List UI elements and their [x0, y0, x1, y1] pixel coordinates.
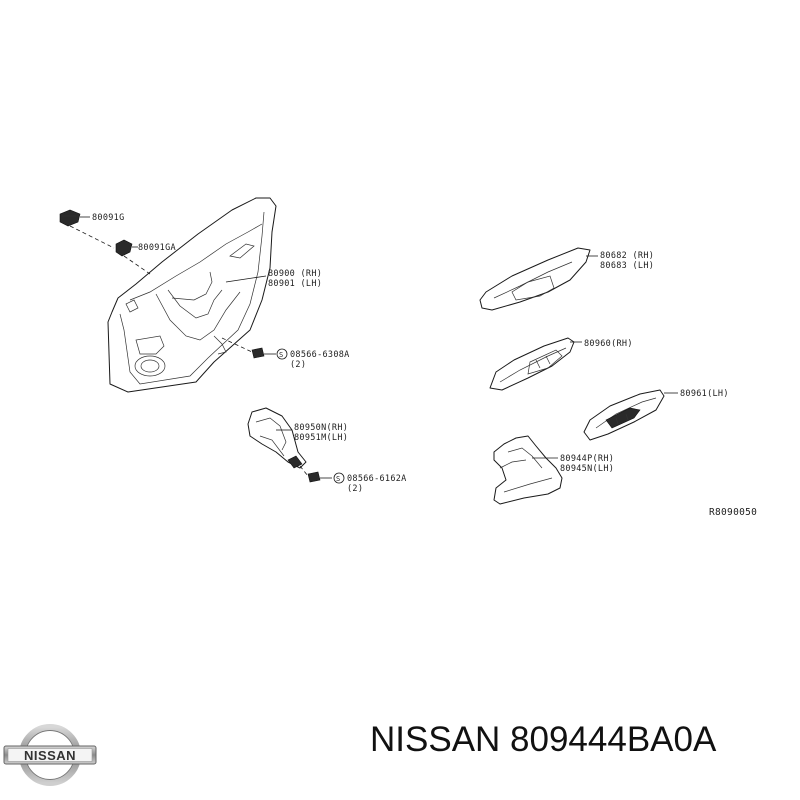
screw-symbol-icon: [333, 472, 345, 484]
callout-label: 80091G: [92, 213, 125, 223]
screw-symbol-icon: [276, 348, 288, 360]
callout-label: 80950N(RH): [294, 423, 348, 433]
diagram-reference-code: R8090050: [709, 507, 757, 518]
callout-label: (2): [347, 484, 363, 494]
callout-80944p: 80944P(RH) 80945N(LH): [560, 454, 614, 474]
callout-80900: 80900 (RH) 80901 (LH): [268, 269, 322, 289]
leader-lines: [80, 216, 678, 479]
callout-08566-6308a: S 08566-6308A (2): [276, 348, 350, 370]
door-trim-panel: [107, 197, 277, 393]
nissan-logo: NISSAN: [3, 724, 97, 786]
callout-label: 80945N(LH): [560, 464, 614, 474]
armrest-80944p: [493, 435, 563, 505]
callout-label: 08566-6308A: [290, 350, 350, 360]
screw-symbol: S: [336, 475, 341, 483]
logo-text: NISSAN: [24, 748, 76, 763]
callout-label: (2): [290, 360, 306, 370]
clip-80091ga: [115, 239, 133, 257]
callout-80950n: 80950N(RH) 80951M(LH): [294, 423, 348, 443]
callout-label: 80091GA: [138, 243, 176, 253]
callout-80091g: 80091G: [92, 213, 125, 223]
finisher-80960: [489, 337, 575, 391]
callout-80960: 80960(RH): [584, 339, 633, 349]
callout-label: 80960(RH): [584, 339, 633, 349]
callout-label: 80901 (LH): [268, 279, 322, 289]
finisher-80682: [479, 247, 591, 311]
callout-label: 80682 (RH): [600, 251, 654, 261]
callout-label: 80951M(LH): [294, 433, 348, 443]
callout-80682: 80682 (RH) 80683 (LH): [600, 251, 654, 271]
callout-80961: 80961(LH): [680, 389, 729, 399]
clip-80091g: [59, 209, 81, 227]
callout-80091ga: 80091GA: [138, 243, 176, 253]
screw-08566-6162a: [307, 471, 321, 483]
callout-08566-6162a: S 08566-6162A (2): [333, 472, 407, 494]
part-number-caption: NISSAN 809444BA0A: [370, 720, 717, 759]
screw-08566-6308a: [251, 347, 265, 359]
callout-label: 80961(LH): [680, 389, 729, 399]
callout-label: 80900 (RH): [268, 269, 322, 279]
callout-label: 80944P(RH): [560, 454, 614, 464]
screw-symbol: S: [279, 351, 284, 359]
callout-label: 08566-6162A: [347, 474, 407, 484]
callout-label: 80683 (LH): [600, 261, 654, 271]
finisher-80961: [583, 389, 665, 441]
bracket-80950n: [247, 407, 307, 469]
